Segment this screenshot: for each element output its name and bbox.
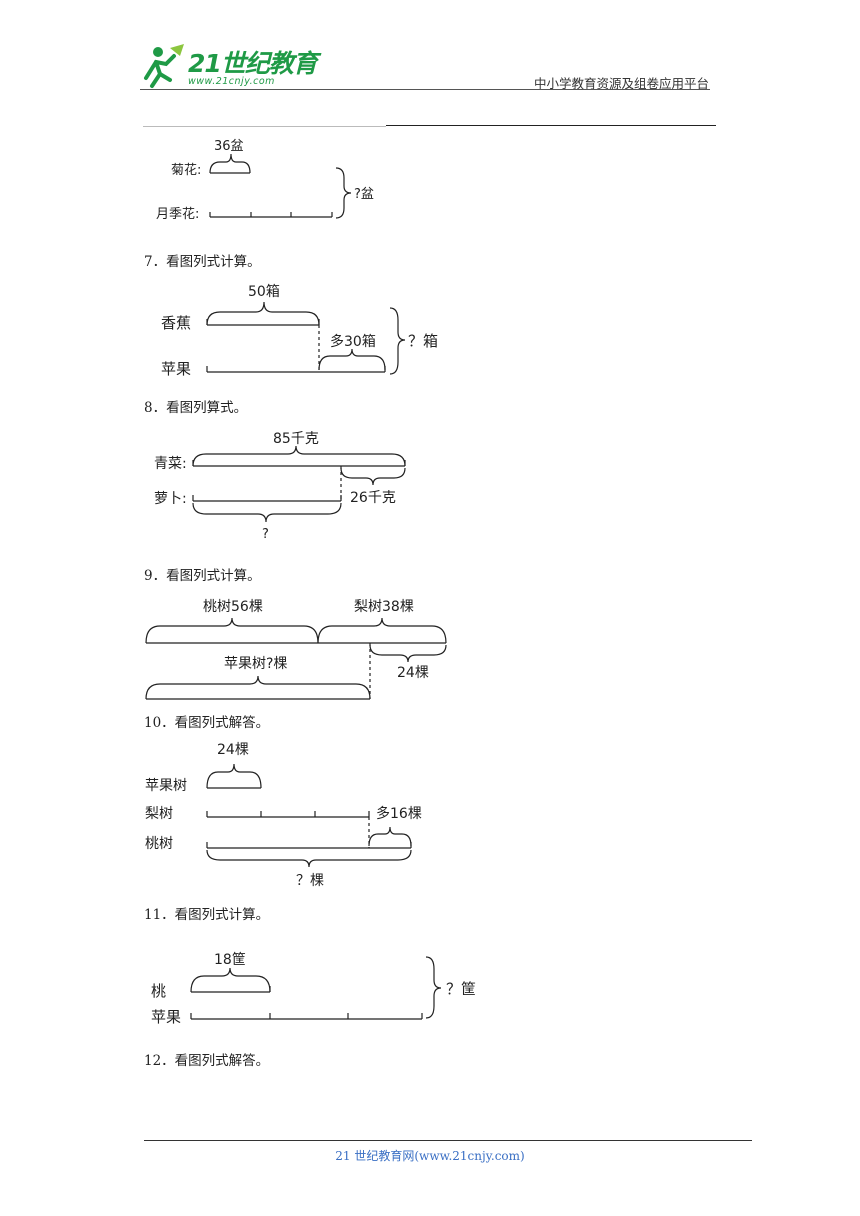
fig8-brace-top — [192, 445, 406, 467]
figure-7: 50箱 香蕉 苹果 多30箱 ？箱 — [161, 284, 438, 378]
fig8-label-top: 85千克 — [273, 431, 319, 447]
figure-6: 36盆 菊花: 月季花: ?盆 — [156, 139, 374, 222]
logo-url: www.21cnjy.com — [188, 76, 275, 87]
fig10-brace-top — [206, 763, 262, 789]
fig11-brace-top — [190, 967, 271, 993]
fig9-label-total: 苹果树?棵 — [224, 656, 287, 672]
fig8-brace-diff — [340, 467, 406, 486]
header-platform-text: 中小学教育资源及组卷应用平台 — [533, 76, 709, 91]
fig11-total: ？筐 — [446, 980, 476, 998]
fig8-diff: 26千克 — [350, 490, 396, 506]
question-9-title: 9．看图列式计算。 — [144, 568, 261, 584]
fig7-row1-label: 香蕉 — [161, 314, 191, 332]
footer-text[interactable]: 21 世纪教育网(www.21cnjy.com) — [335, 1149, 525, 1163]
footer-divider — [144, 1140, 752, 1141]
fig6-brace-right — [335, 167, 352, 219]
fig6-brace-top — [209, 153, 251, 174]
fig9-brace-a — [145, 617, 319, 644]
fig7-brace-diff — [318, 348, 386, 371]
fig7-total: ？箱 — [408, 332, 438, 350]
fig10-row1-label: 苹果树 — [145, 778, 187, 794]
fig9-diff: 24棵 — [397, 665, 429, 681]
question-12-title: 12．看图列式解答。 — [144, 1053, 270, 1069]
question-7-title: 7．看图列式计算。 — [144, 254, 261, 270]
figure-10: 24棵 苹果树 梨树 多16棵 桃树 ？棵 — [145, 742, 422, 889]
fig9-label-b: 梨树38棵 — [354, 599, 414, 615]
fig6-row2-label: 月季花: — [156, 206, 199, 222]
figure-11: 18筐 桃 苹果 ？筐 — [151, 951, 476, 1026]
figure-8: 85千克 青菜: 26千克 萝卜: ? — [154, 431, 406, 542]
fig6-label-top: 36盆 — [214, 139, 244, 154]
fig7-brace-right — [389, 307, 406, 375]
runner-logo-icon — [144, 44, 184, 88]
fig9-brace-total — [145, 675, 371, 700]
fig7-label-top: 50箱 — [248, 284, 280, 300]
fig10-brace-bottom — [206, 849, 412, 868]
site-logo: 21世纪教育 www.21cnjy.com — [140, 42, 320, 94]
figure-9: 桃树56棵 梨树38棵 24棵 苹果树?棵 — [145, 599, 447, 700]
fig8-brace-bottom — [192, 502, 342, 523]
fig10-diff: 多16棵 — [376, 805, 422, 822]
fig8-bottom: ? — [262, 527, 269, 542]
fig8-row2-label: 萝卜: — [154, 491, 187, 507]
fig7-brace-top — [206, 301, 320, 326]
fig10-brace-diff — [368, 826, 412, 847]
fig6-total: ?盆 — [354, 187, 374, 202]
fig10-row2-label: 梨树 — [145, 806, 173, 822]
question-11-title: 11．看图列式计算。 — [144, 907, 270, 923]
header-divider — [140, 89, 710, 90]
fig10-label-top: 24棵 — [217, 742, 249, 758]
fig9-label-a: 桃树56棵 — [203, 599, 263, 615]
fig7-row2-label: 苹果 — [161, 360, 191, 378]
fig10-row3-label: 桃树 — [145, 836, 173, 852]
question-8-title: 8．看图列算式。 — [144, 400, 248, 416]
fig6-row1-label: 菊花: — [171, 162, 201, 178]
fig11-brace-right — [425, 956, 442, 1019]
fig9-brace-b — [317, 617, 447, 644]
fig9-brace-diff — [369, 644, 447, 663]
fig8-row1-label: 青菜: — [154, 456, 187, 472]
section-divider-light — [143, 126, 386, 127]
fig10-bottom: ？棵 — [296, 873, 324, 889]
section-divider-dark — [386, 125, 716, 127]
fig11-row1-label: 桃 — [151, 982, 166, 1000]
fig7-diff: 多30箱 — [330, 333, 376, 350]
fig11-row2-label: 苹果 — [151, 1008, 181, 1026]
question-10-title: 10．看图列式解答。 — [144, 715, 270, 731]
logo-text: 21世纪教育 — [188, 49, 318, 78]
fig11-label-top: 18筐 — [214, 951, 246, 968]
